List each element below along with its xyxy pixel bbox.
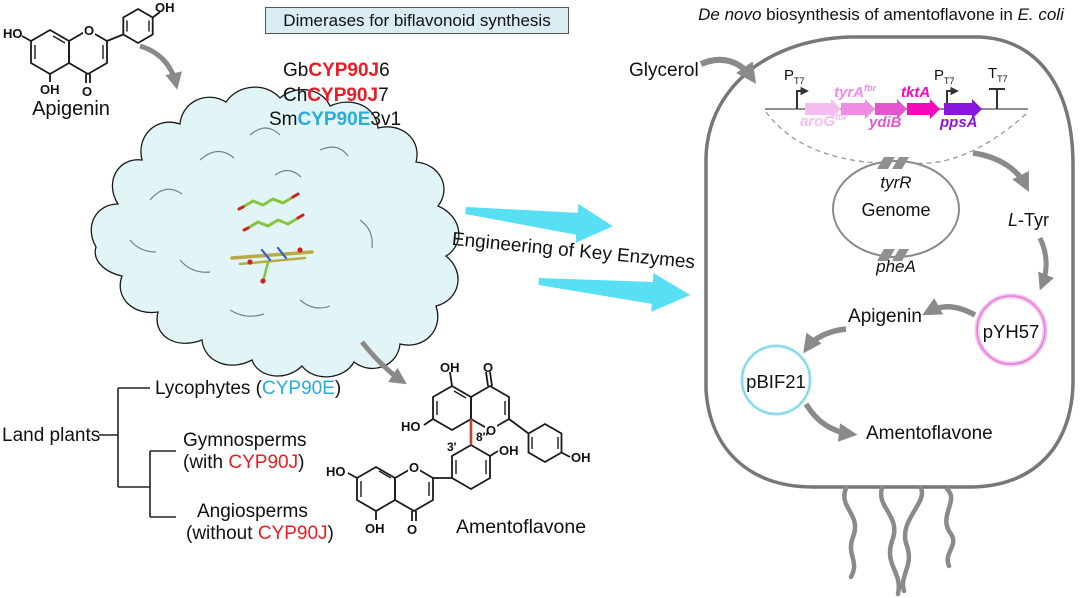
arrow-apigenin-to-enzyme — [139, 43, 182, 90]
gene-arrow-tktA — [907, 99, 940, 119]
arrow-construct-to-ltyr — [972, 150, 1029, 192]
amento-oring-lower-label: O — [408, 460, 421, 475]
gene-label-tktA: tktA — [901, 84, 931, 101]
enzyme-gbcyp90j6: GbCYP90J6 — [283, 60, 390, 81]
cell-amentoflavone-label: Amentoflavone — [866, 423, 993, 444]
tree-gymnosperms-label: Gymnosperms — [183, 430, 307, 451]
right-panel-title: De novo biosynthesis of amentoflavone in… — [698, 5, 1064, 24]
tree-angiosperms-label: Angiosperms — [197, 501, 308, 522]
cell-apigenin-label: Apigenin — [848, 306, 922, 327]
genome-label: Genome — [861, 200, 931, 220]
apigenin-structure-label: Apigenin — [32, 98, 110, 120]
phylo-tree-lines — [99, 387, 176, 518]
arrow-pbif21-to-amentoflavone — [803, 402, 858, 442]
arrow-pyh57-to-apigenin — [922, 298, 977, 318]
gene-label-ydiB: ydiB — [869, 114, 902, 131]
surface-texture-lines — [129, 127, 373, 317]
promoter-t7-1-label: PT7 — [784, 67, 805, 86]
gene-construct — [765, 86, 1028, 165]
amento-c3-label: 3′ — [447, 440, 457, 454]
arrow-apigenin-to-pbif21 — [803, 326, 847, 354]
engineering-arrow-top — [465, 203, 613, 243]
apigenin-oh4p-label: OH — [155, 0, 175, 15]
amento-ho-lower-label: HO — [326, 464, 346, 479]
enzyme-chcyp90j7: ChCYP90J7 — [283, 85, 389, 106]
genome-circle — [832, 157, 960, 261]
gene-label-tyrA: tyrAfbr — [834, 83, 877, 101]
tree-gymnosperms-gene: (with CYP90J) — [183, 452, 305, 473]
tree-angiosperms-gene: (without CYP90J) — [186, 523, 334, 544]
dimerases-title-box: Dimerases for biflavonoid synthesis — [265, 7, 569, 34]
engineering-arrow-bottom — [538, 272, 691, 312]
ecoli-cell-outline — [704, 35, 1075, 489]
tree-root-label: Land plants — [2, 425, 101, 446]
amento-ho-left-label: HO — [401, 419, 421, 434]
promoter-t7-2-label: PT7 — [934, 67, 955, 86]
enzyme-smcyp90e3v1: SmCYP90E3v1 — [269, 109, 402, 130]
terminator-t7-label: TT7 — [988, 65, 1008, 84]
integration-site-bottom — [877, 249, 909, 261]
pathway-arrows — [803, 150, 1054, 442]
apigenin-ho7-label: HO — [3, 26, 23, 41]
amento-oh-top-label: OH — [440, 360, 460, 375]
plasmid-pbif21-circle — [740, 344, 812, 416]
ligand-sticks — [237, 192, 305, 232]
gene-arrow-ydiB — [875, 99, 907, 119]
amentoflavone-structure-label: Amentoflavone — [455, 516, 587, 538]
pbif21-label: pBIF21 — [746, 371, 806, 392]
pyh57-label: pYH57 — [982, 321, 1040, 342]
integration-site-top — [877, 157, 909, 169]
terminator-t7 — [989, 88, 1005, 109]
arrow-glycerol-in — [699, 56, 757, 84]
gene-arrow-ppsA — [944, 99, 982, 119]
amento-oh-right-label: OH — [571, 450, 591, 465]
tree-lycophytes-label: Lycophytes (CYP90E) — [155, 378, 342, 399]
ltyr-label: L-Tyr — [1008, 210, 1050, 230]
genome-phea-label: pheA — [876, 257, 916, 276]
amentoflavone-structure — [347, 371, 571, 521]
apigenin-oketone-label: O — [82, 84, 93, 99]
amento-oketone-lower-label: O — [407, 522, 418, 537]
gene-label-aroG: aroGfbr — [800, 112, 848, 130]
promoter-t7-1 — [796, 86, 809, 109]
arrow-ltyr-to-pyh57 — [1037, 236, 1054, 291]
gene-arrow-aroG — [805, 99, 841, 119]
amento-c8-label: 8″ — [476, 430, 489, 444]
plasmid-pyh57-circle — [974, 293, 1048, 367]
apigenin-oring-label: O — [83, 23, 96, 38]
amento-oh5-lower-label: OH — [365, 521, 385, 536]
gene-label-ppsA: ppsA — [940, 114, 978, 131]
apigenin-structure — [21, 7, 161, 83]
gene-arrow-tyrA — [841, 99, 875, 119]
glycerol-label: Glycerol — [629, 60, 699, 81]
heme-group — [230, 246, 314, 284]
amento-oh-mid-label: OH — [499, 443, 519, 458]
genome-tyrr-label: tyrR — [880, 173, 912, 192]
amento-o-top-label: O — [483, 360, 494, 375]
protein-surface-model — [90, 86, 460, 378]
arrow-enzyme-to-amentoflavone — [360, 340, 407, 385]
amento-oring-upper-label: O — [485, 423, 498, 438]
apigenin-oh5-label: OH — [40, 82, 60, 97]
flagella — [842, 485, 956, 597]
